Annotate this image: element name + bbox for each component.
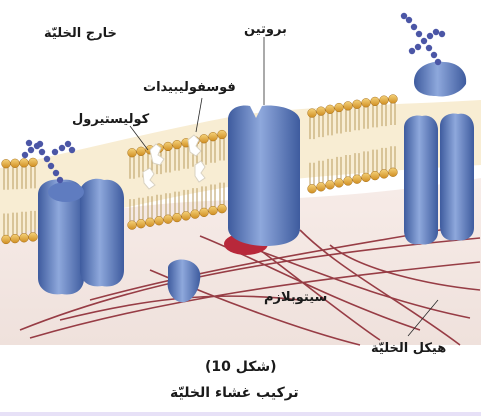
label-outside-cell: خارج الخليّة xyxy=(44,26,117,41)
phospholipid-head xyxy=(128,221,137,230)
phospholipid-head xyxy=(182,211,191,220)
label-cholesterol: كوليستيرول xyxy=(72,112,149,127)
phospholipid-head xyxy=(146,218,155,227)
label-phospholipids: فوسفوليبيدات xyxy=(143,80,236,95)
left-protein xyxy=(38,179,124,295)
phospholipid-head xyxy=(362,98,371,107)
phospholipid-head xyxy=(164,142,173,151)
phospholipid-head xyxy=(2,159,11,168)
central-protein xyxy=(228,106,300,246)
phospholipid-head xyxy=(326,105,335,114)
phospholipid-head xyxy=(218,204,227,213)
phospholipid-head xyxy=(137,147,146,156)
phospholipid-head xyxy=(371,97,380,106)
phospholipid-head xyxy=(389,168,398,177)
label-cytoskeleton: هيكل الخليّة xyxy=(371,341,446,356)
phospholipid-head xyxy=(371,171,380,180)
phospholipid-head xyxy=(218,130,227,139)
phospholipid-head xyxy=(335,179,344,188)
right-glycoprotein xyxy=(401,13,466,97)
label-protein: بروتين xyxy=(244,22,287,37)
phospholipid-head xyxy=(362,173,371,182)
phospholipid-head xyxy=(137,219,146,228)
phospholipid-head xyxy=(20,158,29,167)
phospholipid-head xyxy=(200,208,209,217)
phospholipid-head xyxy=(20,233,29,242)
phospholipid-head xyxy=(326,180,335,189)
phospholipid-head xyxy=(308,109,317,118)
phospholipid-head xyxy=(29,158,38,167)
phospholipid-head xyxy=(11,159,20,168)
phospholipid-head xyxy=(164,215,173,224)
phospholipid-head xyxy=(29,233,38,242)
phospholipid-head xyxy=(155,216,164,225)
phospholipid-head xyxy=(317,107,326,116)
phospholipid-head xyxy=(353,175,362,184)
phospholipid-head xyxy=(344,177,353,186)
label-cytoplasm: سيتوبلازم xyxy=(264,290,327,305)
phospholipid-head xyxy=(11,234,20,243)
phospholipid-head xyxy=(344,101,353,110)
phospholipid-head xyxy=(308,184,317,193)
phospholipid-head xyxy=(191,210,200,219)
phospholipid-head xyxy=(335,103,344,112)
phospholipid-head xyxy=(317,182,326,191)
phospholipid-head xyxy=(389,95,398,104)
phospholipid-head xyxy=(173,213,182,222)
phospholipid-head xyxy=(173,140,182,149)
phospholipid-head xyxy=(380,170,389,179)
page-edge-strip xyxy=(0,412,481,416)
figure-number: (شكل 10) xyxy=(205,359,277,375)
phospholipid-head xyxy=(209,132,218,141)
phospholipid-head xyxy=(380,96,389,105)
phospholipid-head xyxy=(209,206,218,215)
phospholipid-head xyxy=(2,235,11,244)
phospholipid-head xyxy=(353,100,362,109)
phospholipid-head xyxy=(200,134,209,143)
phospholipid-head xyxy=(128,148,137,157)
figure-caption: تركيب غشاء الخليّة xyxy=(170,385,299,401)
